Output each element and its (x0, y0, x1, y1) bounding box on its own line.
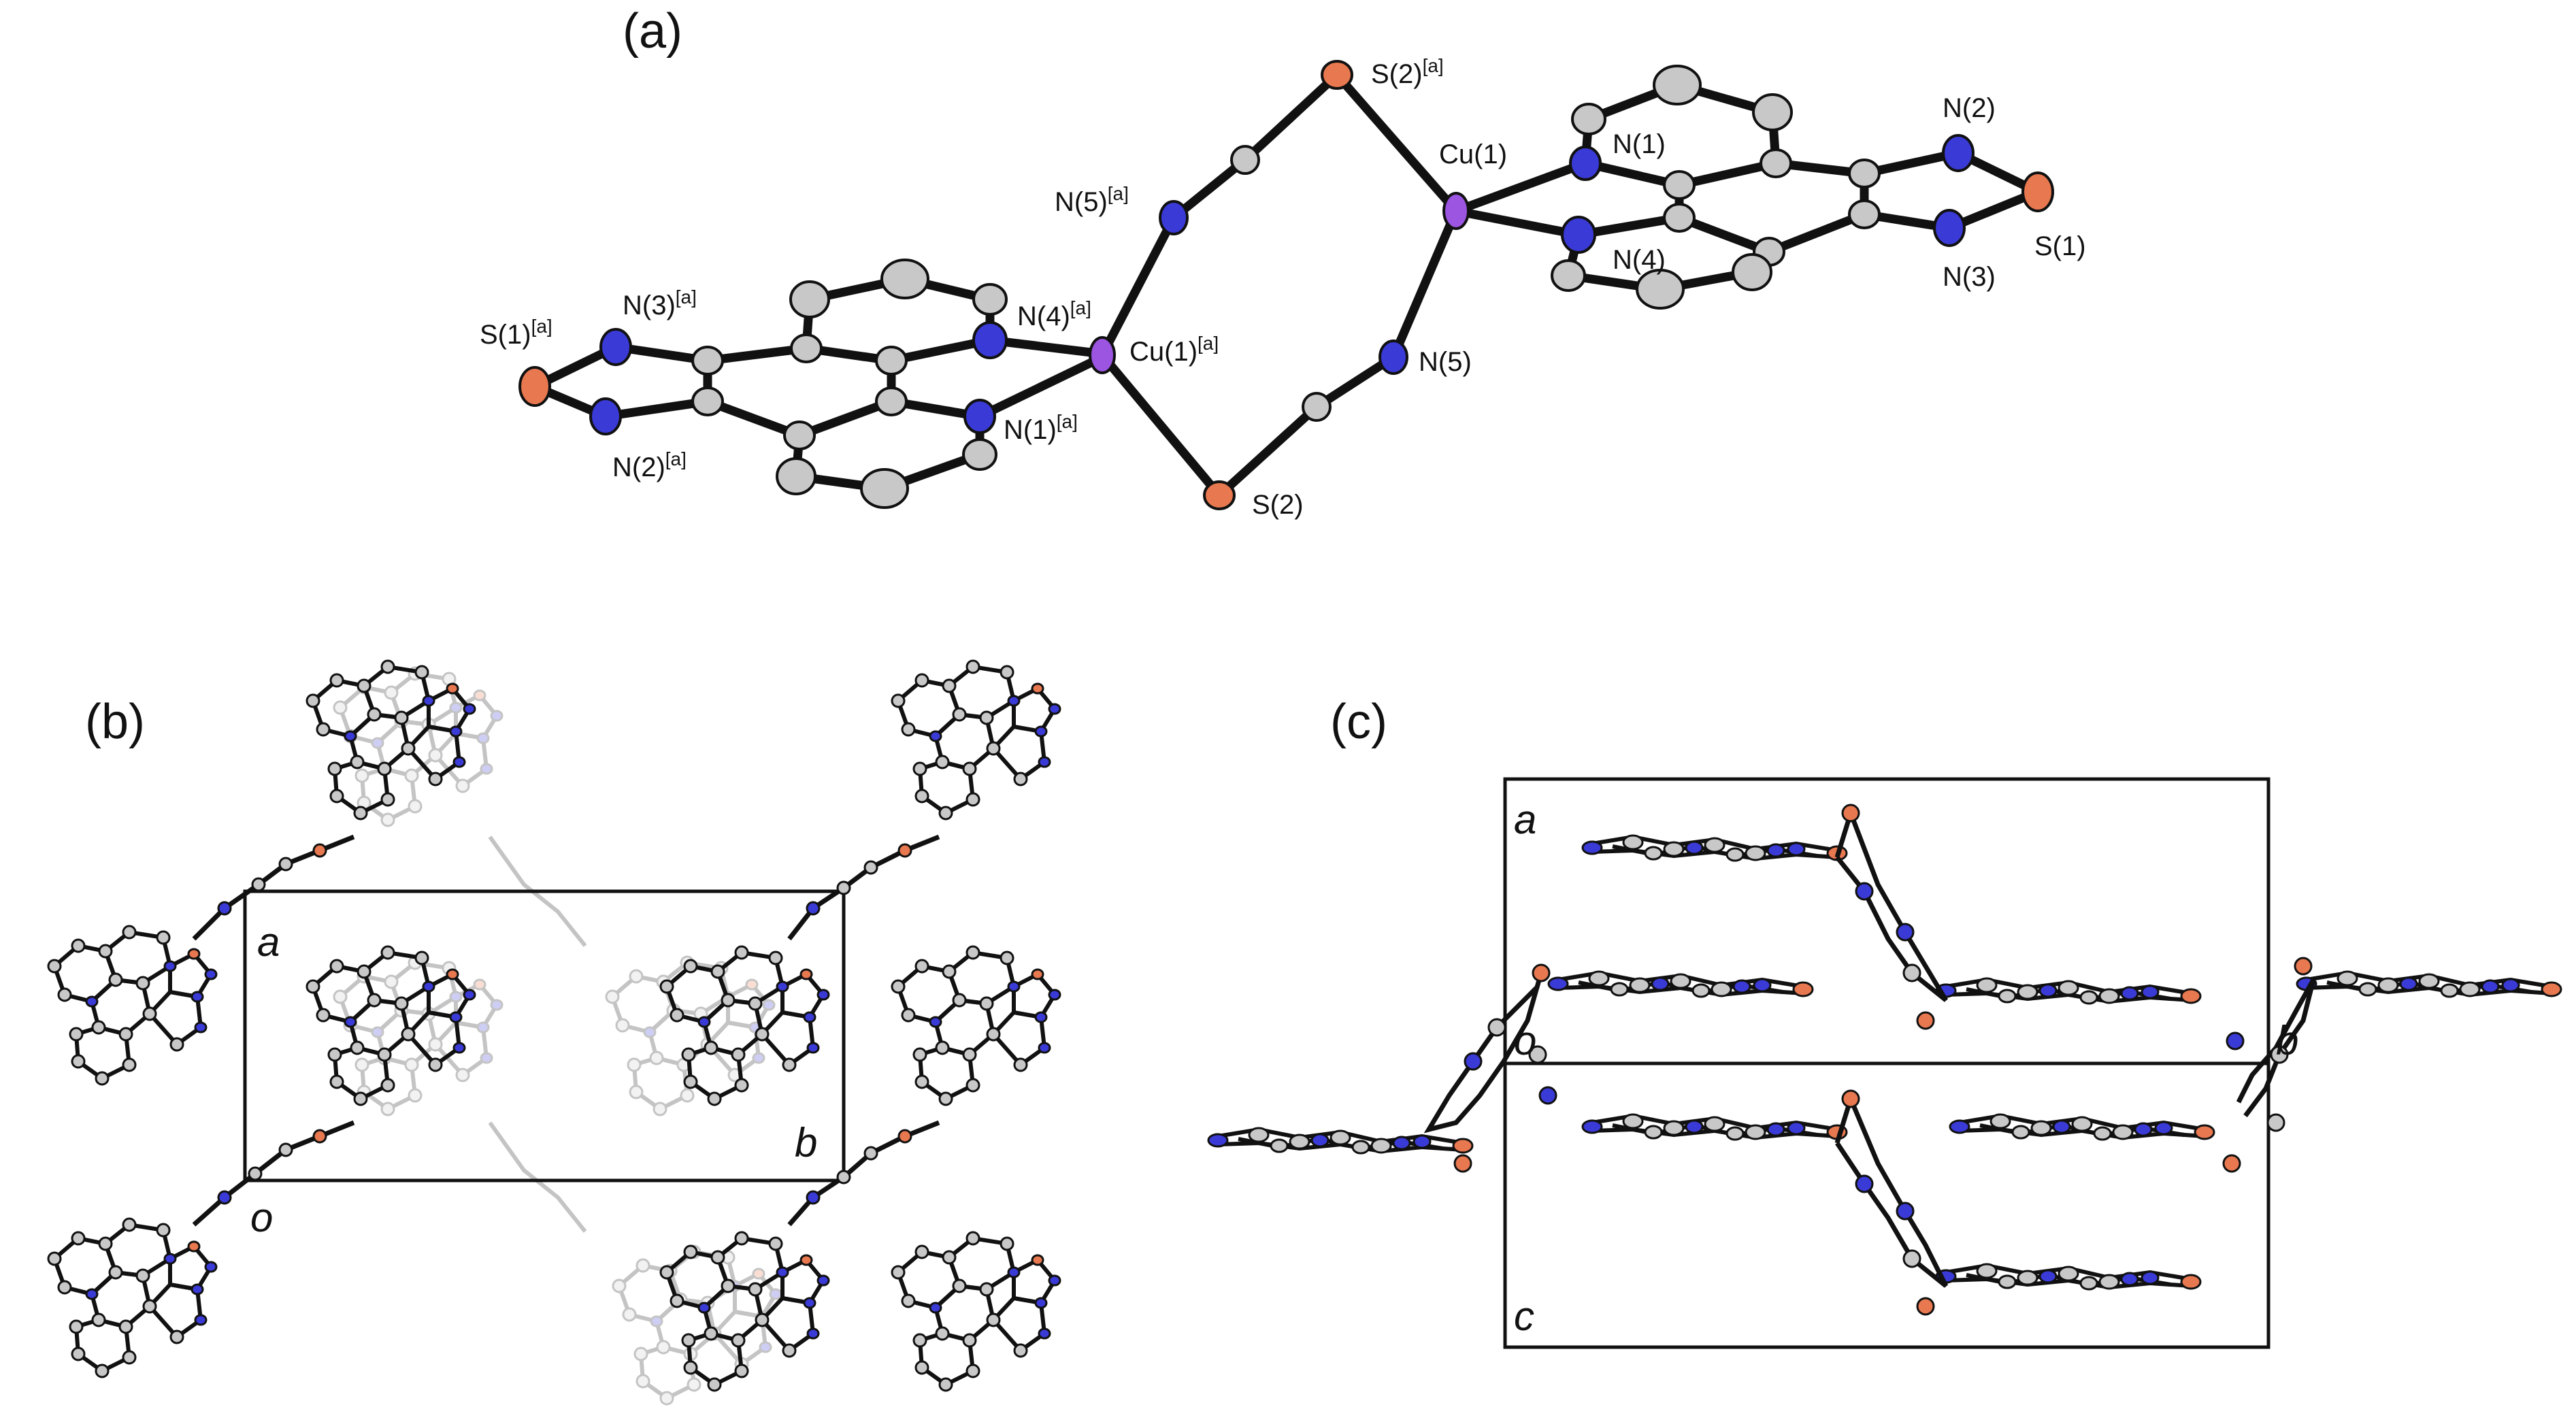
atom-labels-a: S(2)[a] Cu(1) N(1) N(2) N(5)[a] N(4) S(1… (480, 55, 2086, 520)
label-s2a: S(2) (1371, 59, 1423, 89)
label-s1a: S(1) (480, 320, 531, 350)
axis-b-o: o (250, 1195, 273, 1240)
atoms-carbon-a (691, 65, 1881, 509)
svg-text:S(2)[a]: S(2)[a] (1371, 55, 1444, 89)
chain-atoms-b (217, 843, 912, 1205)
label-n1a: N(1) (1004, 415, 1057, 445)
atoms-nitrogen-a (589, 134, 1975, 435)
atoms-copper-a (1089, 192, 1470, 374)
unit-cell-b (243, 889, 846, 1183)
label-cu1: Cu(1) (1439, 139, 1507, 169)
label-n1: N(1) (1613, 129, 1666, 159)
svg-text:N(2)[a]: N(2)[a] (612, 448, 687, 482)
label-n3a-sup: [a] (676, 286, 697, 308)
panel-b-label: (b) (85, 695, 145, 749)
axis-c-o: o (1514, 1018, 1536, 1063)
label-n5a: N(5) (1055, 187, 1108, 217)
svg-text:S(1)[a]: S(1)[a] (480, 316, 552, 350)
label-s2a-sup: [a] (1423, 55, 1444, 76)
label-n1a-sup: [a] (1057, 411, 1078, 432)
ring-atoms-c (1453, 804, 2313, 1316)
svg-text:N(4)[a]: N(4)[a] (1017, 297, 1091, 331)
label-n5: N(5) (1419, 347, 1472, 377)
axis-c-a: a (1514, 797, 1536, 842)
svg-text:N(1)[a]: N(1)[a] (1004, 411, 1078, 445)
label-n3a: N(3) (623, 291, 676, 320)
panel-b: (b) (48, 661, 1060, 1404)
label-s1: S(1) (2034, 231, 2086, 261)
atoms-sulfur-a (518, 60, 2054, 510)
axis-b-a: a (257, 919, 280, 965)
label-cu1a: Cu(1) (1129, 337, 1198, 367)
molecules-b (48, 661, 1060, 1391)
label-n5a-sup: [a] (1108, 183, 1129, 204)
panel-a-label: (a) (623, 4, 682, 59)
svg-text:Cu(1)[a]: Cu(1)[a] (1129, 333, 1219, 367)
label-n3: N(3) (1943, 262, 1996, 292)
panel-c: (c) (1208, 695, 2561, 1349)
label-n2a-sup: [a] (665, 448, 687, 469)
panel-c-label: (c) (1330, 695, 1387, 749)
axis-c-b: b (2276, 1018, 2298, 1063)
background-molecules-b (334, 667, 781, 1404)
label-n4a-sup: [a] (1070, 297, 1091, 318)
svg-text:N(3)[a]: N(3)[a] (623, 286, 697, 320)
label-n4a: N(4) (1017, 301, 1070, 331)
panel-a: (a) (480, 4, 2086, 520)
axis-c-c: c (1514, 1293, 1534, 1339)
label-s2: S(2) (1252, 490, 1304, 520)
rings-c (1423, 806, 2316, 1288)
bonds-a (530, 70, 2043, 500)
label-s1a-sup: [a] (531, 316, 552, 337)
axis-b-b: b (795, 1120, 817, 1165)
svg-text:N(5)[a]: N(5)[a] (1055, 183, 1129, 217)
label-cu1a-sup: [a] (1198, 333, 1219, 354)
label-n2a: N(2) (612, 452, 665, 482)
chains-b (192, 834, 940, 1227)
label-n4: N(4) (1613, 245, 1666, 275)
label-n2: N(2) (1943, 93, 1996, 123)
